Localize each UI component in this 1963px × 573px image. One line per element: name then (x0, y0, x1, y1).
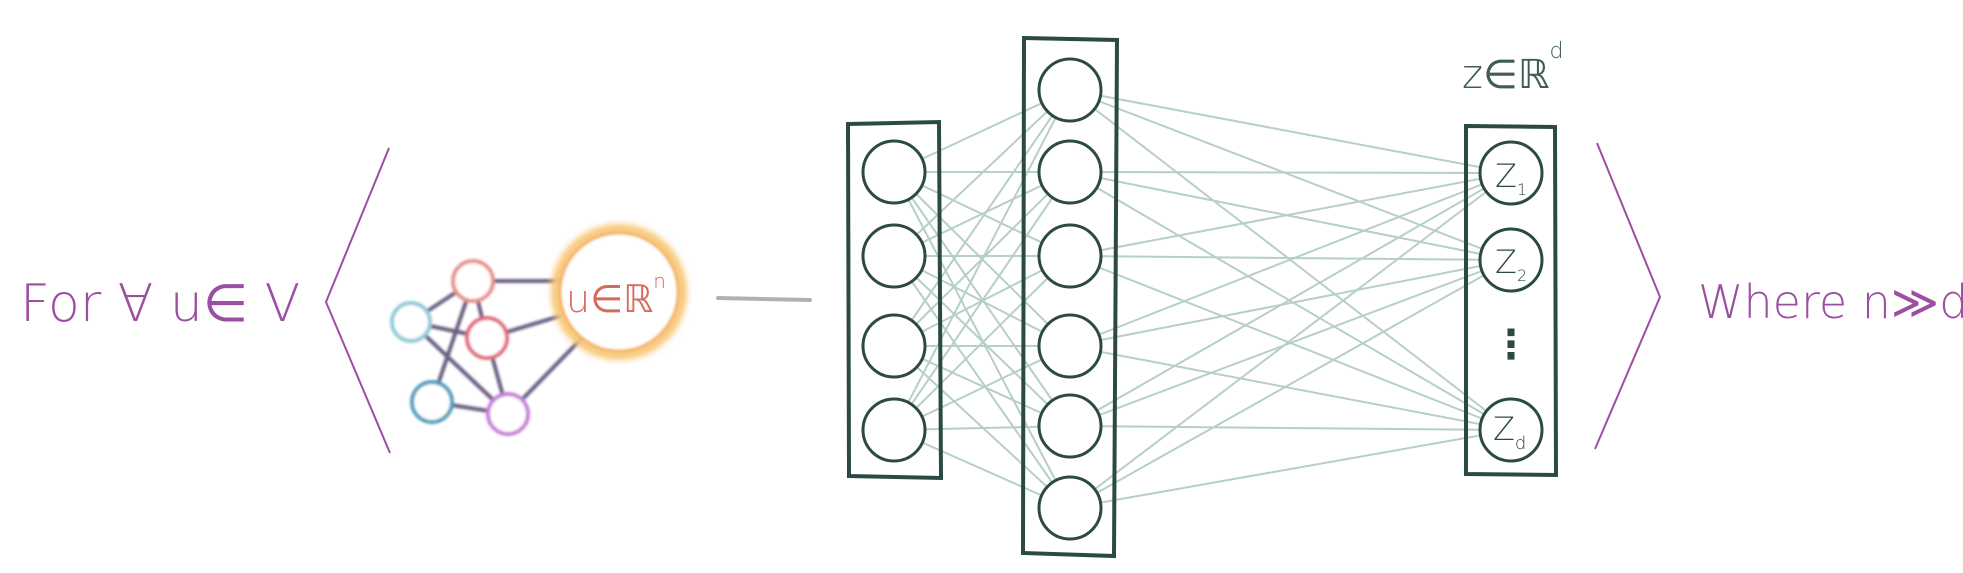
hidden-output-edge (1069, 345, 1512, 431)
hidden-output-edge (1069, 171, 1512, 261)
hidden-output-edge (1069, 89, 1512, 261)
output-label-dots: ⋮ (1491, 322, 1531, 368)
input-hidden-edge (893, 255, 1071, 427)
input-layer-node (861, 313, 927, 379)
hidden-layer-node (1037, 475, 1103, 541)
hidden-output-edge (1069, 255, 1512, 261)
hidden-layer-node (1037, 393, 1103, 459)
left-label: For ∀ u∈ V (20, 274, 300, 334)
output-space-base: z∈ℝ (1462, 52, 1550, 98)
hidden-output-edge (1069, 172, 1512, 347)
network-nodes (861, 57, 1544, 541)
input-vector-node (558, 231, 680, 353)
input-graph (390, 224, 687, 436)
network-edges (893, 89, 1512, 509)
hidden-output-edge (1069, 259, 1512, 347)
input-hidden-edge (893, 171, 1071, 427)
input-vector-base: u∈ℝ (566, 277, 653, 321)
graph-node (486, 392, 530, 436)
output-labels: Z1 Z2 ⋮ Zd (1491, 157, 1531, 454)
graph-node (451, 259, 495, 303)
output-node-z2 (1478, 227, 1544, 293)
hidden-output-edge (1069, 259, 1512, 509)
input-hidden-edge (893, 89, 1071, 257)
input-hidden-edge (893, 255, 1071, 431)
hidden-output-edge (1069, 89, 1512, 174)
input-hidden-edge (893, 89, 1071, 347)
output-label-z2: Z2 (1495, 243, 1527, 285)
hidden-output-edge (1069, 172, 1512, 427)
graph-to-network-line (716, 296, 812, 302)
hidden-output-edge (1069, 172, 1512, 509)
z2-sub: 2 (1517, 266, 1527, 285)
hidden-output-edge (1069, 259, 1512, 427)
input-layer-node (861, 397, 927, 463)
graph-edge (409, 320, 510, 416)
hidden-layer-node (1037, 139, 1103, 205)
graph-nodes (390, 259, 530, 436)
z2-base: Z (1495, 243, 1517, 281)
layer-boxes (845, 35, 1559, 559)
right-angle-bracket (1594, 142, 1662, 450)
input-vector-label: u∈ℝn (566, 269, 666, 321)
input-vector-halo (551, 224, 687, 360)
zd-base: Z (1493, 410, 1515, 448)
output-layer-box (1464, 123, 1559, 478)
hidden-layer-box (1020, 35, 1120, 559)
input-hidden-edge (893, 345, 1071, 431)
z1-base: Z (1495, 157, 1517, 195)
output-label-z1: Z1 (1495, 157, 1527, 199)
hidden-output-edge (1069, 172, 1512, 257)
graph-node (410, 380, 454, 424)
output-label-zd: Zd (1493, 410, 1526, 454)
input-layer-box (845, 119, 944, 481)
zd-sub: d (1515, 433, 1526, 454)
input-hidden-edge (893, 171, 1071, 257)
left-angle-bracket (324, 147, 391, 454)
input-hidden-edge (893, 89, 1071, 431)
output-space-label: z∈ℝd (1462, 39, 1564, 98)
right-label: Where n≫d (1698, 275, 1963, 329)
graph-node (465, 316, 509, 360)
input-hidden-edge (893, 255, 1071, 509)
z1-sub: 1 (1517, 180, 1527, 199)
hidden-output-edge (1069, 171, 1512, 174)
hidden-output-edge (1069, 425, 1512, 431)
hidden-output-edge (1069, 429, 1512, 509)
output-node-zd (1478, 397, 1544, 463)
hidden-layer-node (1037, 57, 1103, 123)
hidden-layer-node (1037, 223, 1103, 289)
hidden-layer-node (1037, 313, 1103, 379)
input-hidden-edge (893, 171, 1071, 431)
hidden-output-edge (1069, 171, 1512, 431)
output-space-superscript: d (1550, 39, 1564, 64)
graph-node (390, 301, 432, 343)
output-node-z1 (1478, 140, 1544, 206)
input-layer-node (861, 139, 927, 205)
input-vector-superscript: n (653, 269, 666, 293)
input-layer-node (861, 223, 927, 289)
